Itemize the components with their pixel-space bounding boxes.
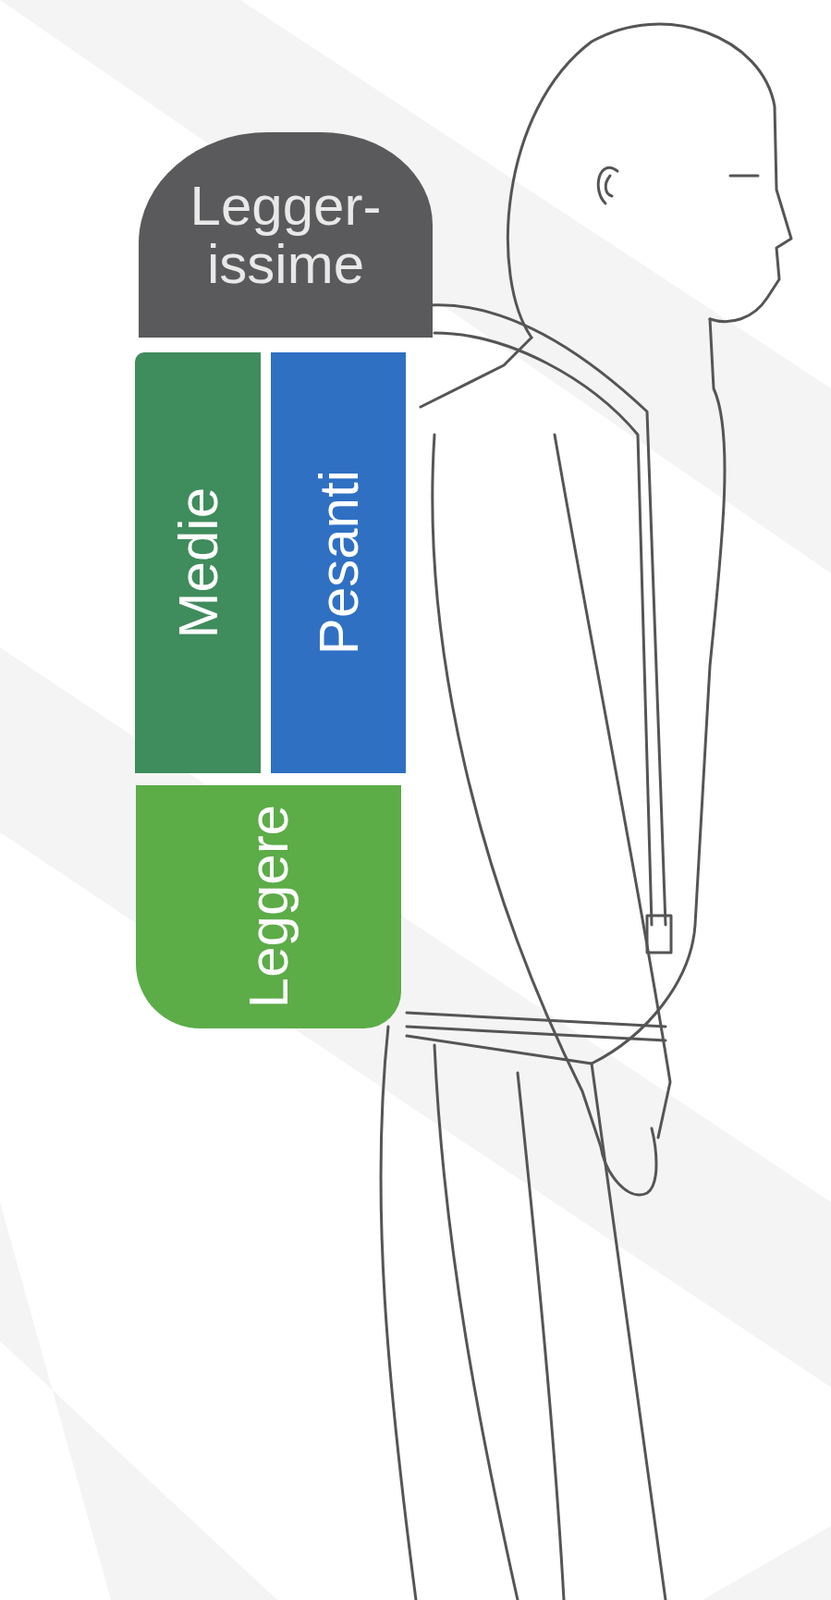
load-zone: Medie [134, 352, 261, 773]
zone-label: Leggere [239, 804, 298, 1008]
person-outline [380, 24, 792, 1600]
zone-label: Legger- issime [170, 176, 402, 294]
load-zone: Pesanti [270, 352, 406, 773]
load-zone: Leggere [135, 784, 402, 1028]
zone-label: Medie [169, 487, 228, 638]
zone-label: Pesanti [309, 469, 368, 655]
load-zone: Legger- issime [138, 132, 433, 338]
backpack-straps [406, 305, 672, 1040]
